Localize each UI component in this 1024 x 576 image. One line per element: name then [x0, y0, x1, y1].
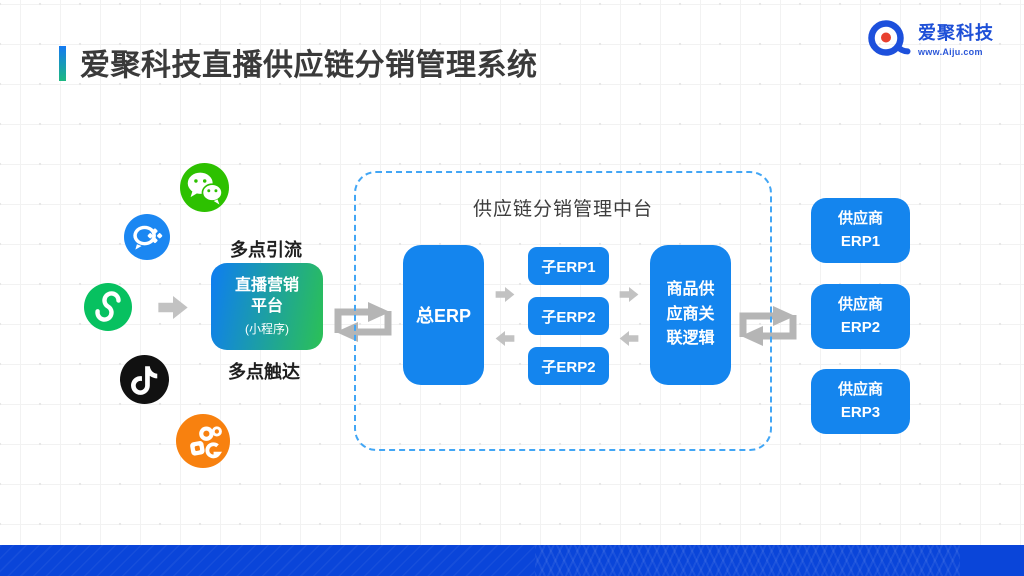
- supplier-erp1-line2: ERP1: [840, 232, 881, 250]
- footer-bar: [0, 545, 1024, 576]
- arrow-right-icon: [158, 296, 188, 319]
- title-accent-bar: [59, 46, 66, 81]
- supplier-logic-line1: 商品供: [666, 280, 715, 298]
- sub-erp-box-3: 子ERP2: [528, 347, 609, 385]
- supplier-erp3-box: 供应商 ERP3: [811, 369, 910, 434]
- supplier-erp3-line2: ERP3: [840, 403, 881, 421]
- arrow-left-icon: [495, 331, 515, 346]
- wecom-icon: [124, 214, 170, 260]
- middle-platform-container: [354, 171, 772, 451]
- logo-text: 爱聚科技 www.Aiju.com: [918, 17, 994, 57]
- supplier-logic-line3: 联逻辑: [666, 330, 715, 348]
- kuaishou-icon: [176, 414, 230, 468]
- supplier-erp2-box: 供应商 ERP2: [811, 284, 910, 349]
- platform-box-line2: 平台: [250, 298, 283, 315]
- supplier-logic-box: 商品供 应商关 联逻辑: [650, 245, 731, 385]
- live-marketing-platform-box: 直播营销 平台 (小程序): [211, 263, 323, 350]
- aiju-logo-icon: [866, 17, 913, 59]
- supplier-erp1-line1: 供应商: [837, 210, 883, 227]
- supplier-erp2-line1: 供应商: [837, 296, 883, 313]
- company-logo: 爱聚科技 www.Aiju.com: [866, 17, 994, 59]
- middle-platform-title: 供应链分销管理中台: [472, 199, 653, 220]
- sub-erp-box-2: 子ERP2: [528, 297, 609, 335]
- platform-box-line3: (小程序): [245, 321, 289, 336]
- sub-erp-box-1: 子ERP1: [528, 247, 609, 285]
- supplier-erp3-line1: 供应商: [837, 381, 883, 398]
- supplier-erp2-line2: ERP2: [840, 318, 881, 336]
- miniprogram-icon: [84, 283, 132, 331]
- arrow-right-icon: [619, 287, 639, 302]
- douyin-icon: [120, 355, 169, 404]
- supplier-logic-line2: 应商关: [666, 305, 715, 323]
- sync-loop-icon-left: [330, 296, 396, 348]
- logo-website: www.Aiju.com: [918, 47, 983, 57]
- label-multi-point-reach: 多点触达: [228, 362, 300, 382]
- label-multi-point-traffic: 多点引流: [230, 240, 302, 260]
- arrow-left-icon: [619, 331, 639, 346]
- footer-pattern-right: [535, 545, 960, 576]
- supplier-erp1-box: 供应商 ERP1: [811, 198, 910, 263]
- footer-pattern-left: [0, 545, 535, 576]
- platform-box-line1: 直播营销: [234, 277, 299, 295]
- arrow-right-icon: [495, 287, 515, 302]
- wechat-icon: [180, 163, 229, 212]
- main-erp-box: 总ERP: [403, 245, 484, 385]
- page-title: 爱聚科技直播供应链分销管理系统: [80, 49, 538, 82]
- logo-company-name: 爱聚科技: [918, 23, 994, 43]
